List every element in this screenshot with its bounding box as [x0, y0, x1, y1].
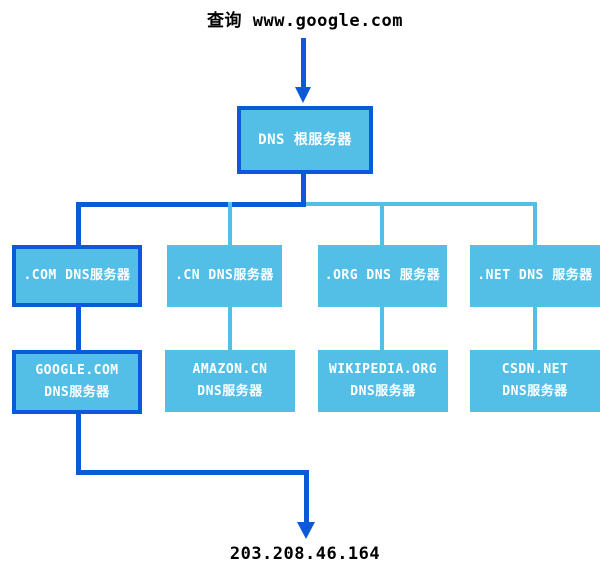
connector-drop-org [380, 202, 384, 247]
node-csdn-net-line1: CSDN.NET [501, 362, 569, 377]
node-google-com-line2: DNS服务器 [44, 385, 110, 400]
node-org-dns-server: .ORG DNS 服务器 [318, 245, 447, 307]
connector-rail-light [306, 202, 537, 206]
connector-drop-net [533, 202, 537, 247]
node-wikipedia-org-dns-server: WIKIPEDIA.ORG DNS服务器 [318, 350, 448, 412]
connector-drop-cn [228, 202, 232, 247]
connector-result-vertical-left [76, 413, 81, 475]
connector-drop-com [76, 202, 81, 247]
node-net-dns-server: .NET DNS 服务器 [470, 245, 600, 307]
node-com-dns-server-label: .COM DNS服务器 [23, 268, 131, 283]
node-cn-dns-server-label: .CN DNS服务器 [175, 268, 274, 283]
node-com-dns-server: .COM DNS服务器 [12, 245, 142, 307]
node-org-dns-server-label: .ORG DNS 服务器 [324, 268, 441, 283]
resolved-ip-label: 203.208.46.164 [229, 544, 381, 564]
node-wikipedia-org-line2: DNS服务器 [350, 384, 416, 399]
node-dns-root-server-label: DNS 根服务器 [258, 132, 352, 148]
query-label: 查询 www.google.com [206, 11, 404, 31]
connector-com-to-google [76, 307, 81, 351]
node-wikipedia-org-line1: WIKIPEDIA.ORG [328, 362, 438, 377]
node-net-dns-server-label: .NET DNS 服务器 [477, 268, 593, 283]
node-csdn-net-dns-server: CSDN.NET DNS服务器 [470, 350, 600, 412]
arrow-query-to-root-head [295, 87, 311, 103]
connector-cn-to-amazon [228, 307, 232, 351]
connector-result-vertical-right [304, 470, 309, 524]
connector-net-to-csdn [533, 307, 537, 351]
node-amazon-cn-dns-server: AMAZON.CN DNS服务器 [165, 350, 295, 412]
node-cn-dns-server: .CN DNS服务器 [167, 245, 282, 307]
node-google-com-dns-server: GOOGLE.COM DNS服务器 [12, 350, 142, 414]
node-dns-root-server: DNS 根服务器 [237, 106, 373, 174]
node-csdn-net-line2: DNS服务器 [502, 384, 568, 399]
connector-org-to-wikipedia [380, 307, 384, 351]
node-google-com-line1: GOOGLE.COM [35, 363, 119, 378]
node-amazon-cn-line1: AMAZON.CN [192, 362, 268, 377]
connector-result-horizontal [76, 470, 309, 475]
connector-root-stub [301, 172, 306, 206]
node-amazon-cn-line2: DNS服务器 [197, 384, 263, 399]
connector-rail-dark [76, 202, 306, 207]
arrow-result-head [297, 522, 315, 539]
arrow-query-to-root-line [301, 38, 306, 89]
